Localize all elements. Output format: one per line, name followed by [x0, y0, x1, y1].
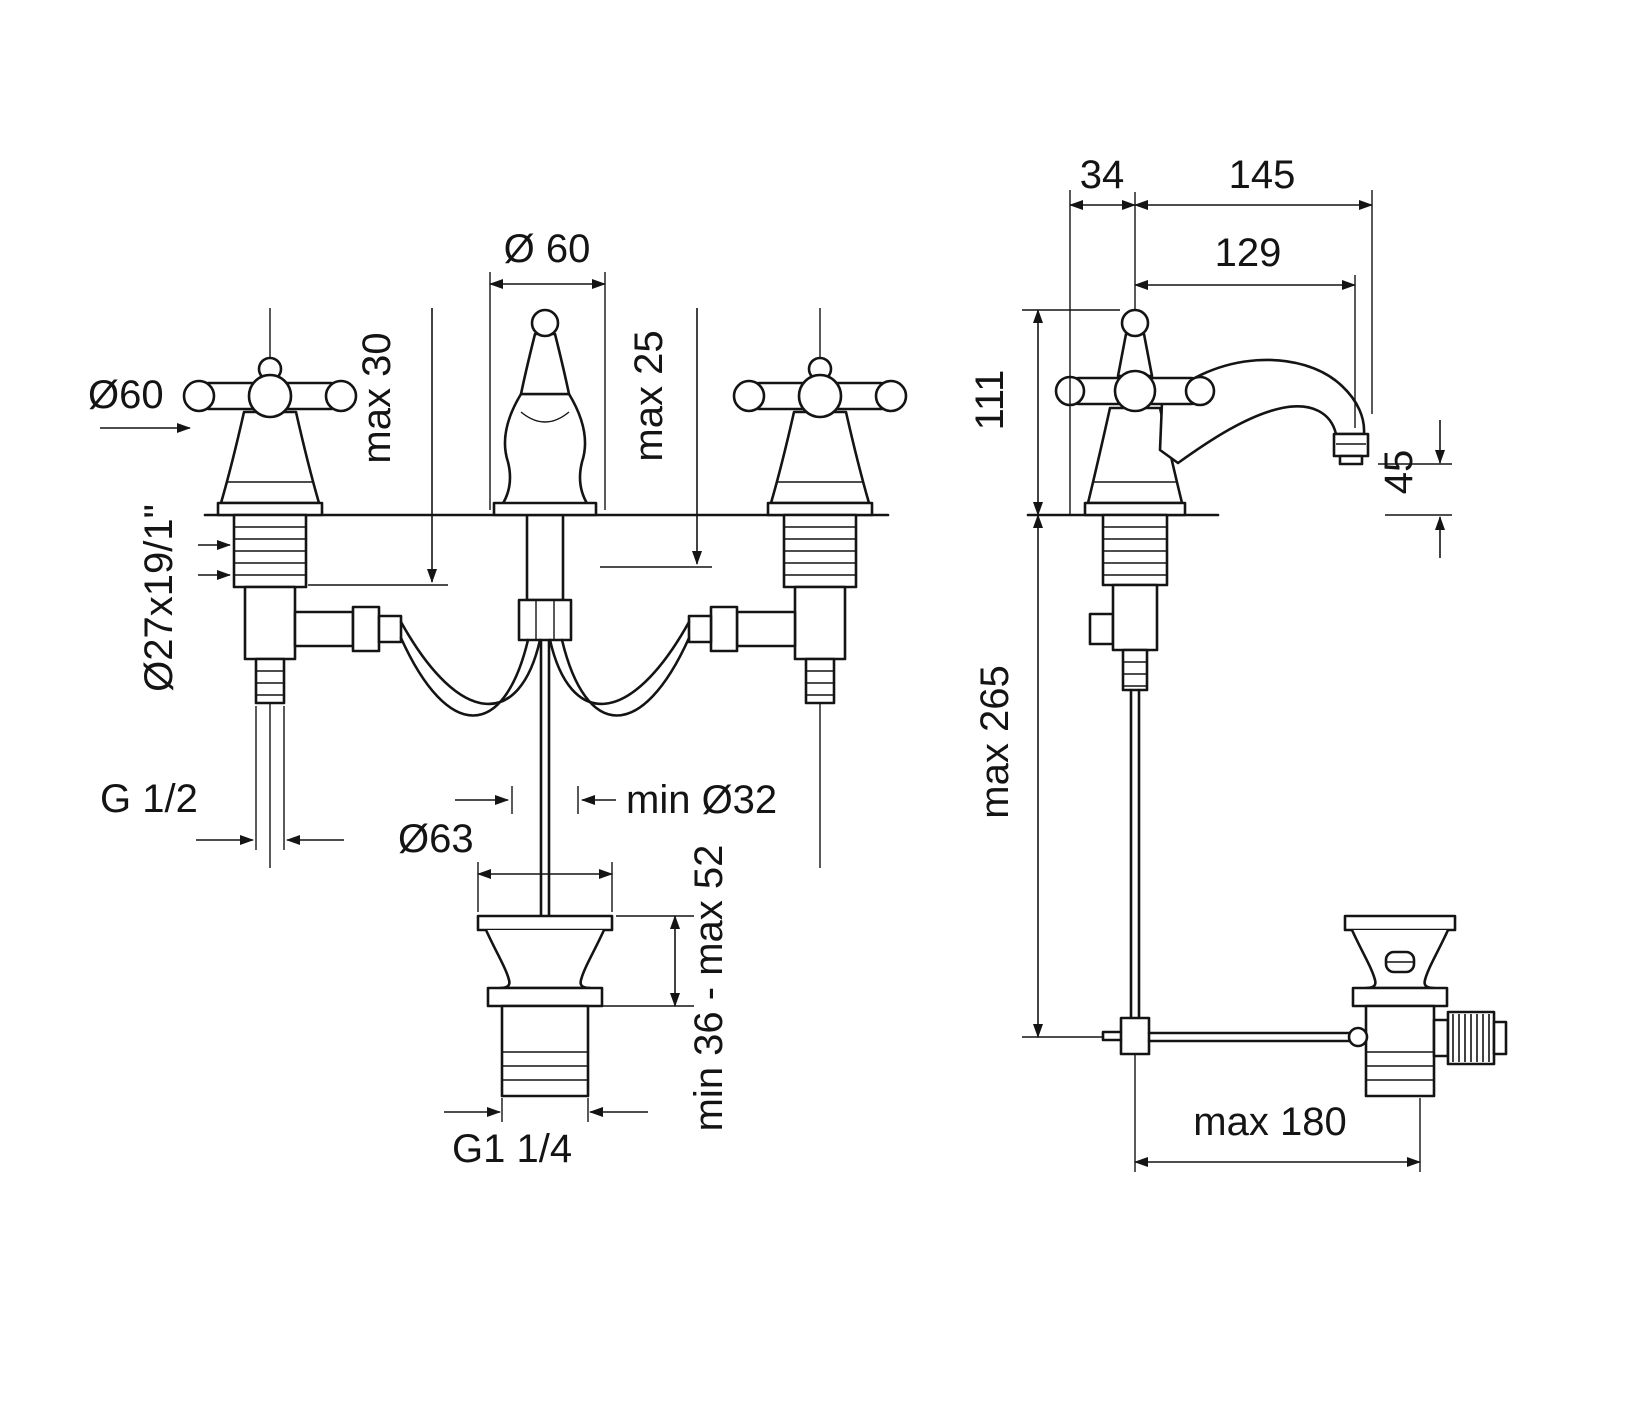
popup-rod-linkage [1101, 688, 1354, 1056]
dim-supply-connection: G 1/2 [100, 706, 344, 850]
dim-label-valve-shank-thread: Ø27x19/1" [137, 504, 181, 692]
dim-spout-reach: 145 [1134, 153, 1373, 414]
dim-label-max-deck-spout: max 25 [627, 330, 671, 461]
dim-label-rod-length-max: max 265 [973, 665, 1017, 818]
dim-handle-offset: 34 [1069, 153, 1136, 515]
dim-label-clamping-range: min 36 - max 52 [687, 845, 731, 1132]
dim-valve-shank-thread: Ø27x19/1" [137, 504, 231, 692]
dim-label-handle-offset: 34 [1080, 153, 1125, 197]
dim-handle-diameter: Ø60 [88, 373, 191, 433]
dim-label-aerator-offset: 129 [1215, 231, 1282, 275]
dim-label-supply-connection: G 1/2 [100, 777, 198, 821]
dim-label-linkage-reach-max: max 180 [1193, 1100, 1346, 1144]
popup-waste-side [1343, 914, 1508, 1098]
side-view: 34 145 129 111 45 max 265 [968, 153, 1508, 1172]
left-valve [182, 308, 403, 868]
center-spout [399, 308, 691, 918]
dim-outlet-height: 45 [1377, 420, 1452, 558]
dim-spout-base-diameter: Ø 60 [489, 227, 606, 510]
dim-rod-length-max: max 265 [973, 514, 1102, 1038]
dim-waste-thread: G1 1/4 [444, 1098, 648, 1171]
right-valve [687, 308, 908, 868]
dim-label-waste-thread: G1 1/4 [452, 1127, 572, 1171]
dim-min-hole-diameter: min Ø32 [455, 778, 777, 822]
dim-height-above-deck: 111 [968, 309, 1120, 516]
dim-label-handle-diameter: Ø60 [88, 373, 164, 417]
dim-label-height-above-deck: 111 [968, 370, 1012, 431]
dim-label-spout-reach: 145 [1229, 153, 1296, 197]
dim-clamping-range: min 36 - max 52 [602, 845, 731, 1132]
dim-max-deck-valve: max 30 [308, 308, 448, 586]
dim-waste-flange-diameter: Ø63 [398, 817, 613, 912]
waste-outlet-nut [1432, 1010, 1508, 1066]
dim-aerator-offset: 129 [1134, 231, 1356, 428]
popup-waste-front [476, 914, 614, 1098]
dim-linkage-reach-max: max 180 [1134, 1054, 1421, 1172]
side-spout [1158, 358, 1370, 466]
side-tap [1054, 192, 1370, 692]
dim-label-outlet-height: 45 [1377, 450, 1421, 495]
dim-label-spout-base-diameter: Ø 60 [504, 227, 591, 271]
dim-label-min-hole-diameter: min Ø32 [626, 778, 777, 822]
dim-label-waste-flange-diameter: Ø63 [398, 817, 474, 861]
dim-label-max-deck-valve: max 30 [355, 332, 399, 463]
aerator [1332, 432, 1370, 466]
front-view: Ø60 Ø 60 max 30 max 25 Ø27x19/1" [88, 227, 908, 1171]
supply-hoses [399, 620, 691, 717]
dim-max-deck-spout: max 25 [600, 308, 712, 568]
